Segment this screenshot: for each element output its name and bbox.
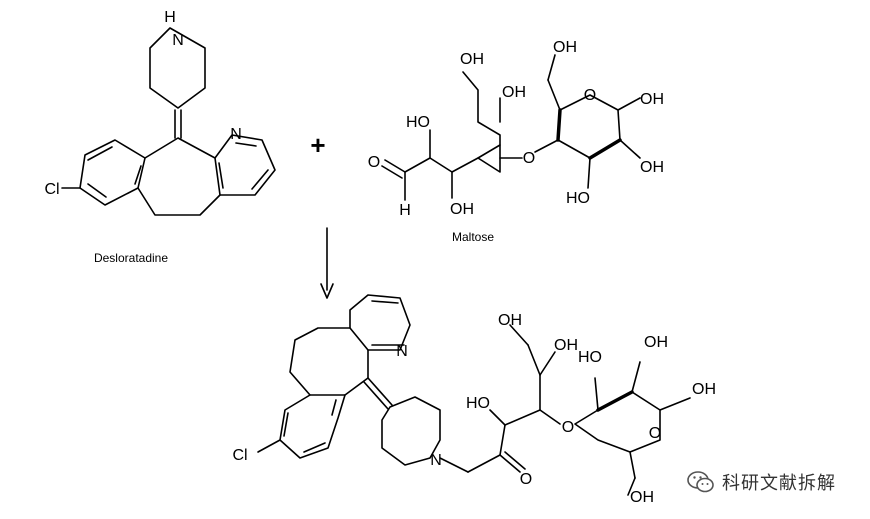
product-anomeric-oh: OH xyxy=(692,381,716,398)
desloratadine-cl: Cl xyxy=(44,181,59,198)
wechat-icon xyxy=(687,471,714,493)
product-c2p-oh: OH xyxy=(644,334,668,351)
desloratadine-nh-h: H xyxy=(164,9,176,26)
product-cl: Cl xyxy=(232,447,247,464)
maltose-c6-oh: OH xyxy=(460,51,484,68)
product-pyridine-n: N xyxy=(396,343,408,360)
maltose-structure xyxy=(381,54,641,201)
desloratadine-pyridine-n: N xyxy=(230,126,242,143)
desloratadine-caption: Desloratadine xyxy=(94,251,168,265)
product-c5-oh: OH xyxy=(554,337,578,354)
maltose-caption: Maltose xyxy=(452,230,494,244)
watermark: 科研文献拆解 xyxy=(686,466,856,498)
maltose-ring-o: O xyxy=(584,87,596,104)
maltose-glycosidic-o: O xyxy=(523,150,535,167)
watermark-text: 科研文献拆解 xyxy=(722,473,836,493)
maltose-c3p-ho: HO xyxy=(566,190,590,207)
reaction-arrow xyxy=(320,227,334,299)
product-c3p-ho: HO xyxy=(578,349,602,366)
desloratadine-structure xyxy=(61,27,276,216)
product-ch2-oh: OH xyxy=(630,489,654,506)
product-structure xyxy=(257,294,691,496)
maltose-aldehyde-h: H xyxy=(399,202,411,219)
maltose-aldehyde-o: O xyxy=(368,154,380,171)
maltose-c3-oh: OH xyxy=(450,201,474,218)
maltose-c5-oh: OH xyxy=(502,84,526,101)
maltose-c2-ho: HO xyxy=(406,114,430,131)
product-ring-o: O xyxy=(649,425,661,442)
product-ketone-o: O xyxy=(520,471,532,488)
plus-sign: + xyxy=(310,130,325,160)
maltose-ch2-oh: OH xyxy=(553,39,577,56)
product-piperidine-n: N xyxy=(430,452,442,469)
maltose-c2p-oh: OH xyxy=(640,159,664,176)
desloratadine-piperidine-n: N xyxy=(172,32,184,49)
maltose-anomeric-oh: OH xyxy=(640,91,664,108)
product-c3-ho: HO xyxy=(466,395,490,412)
product-glycosidic-o: O xyxy=(562,419,574,436)
product-c6-oh: OH xyxy=(498,312,522,329)
